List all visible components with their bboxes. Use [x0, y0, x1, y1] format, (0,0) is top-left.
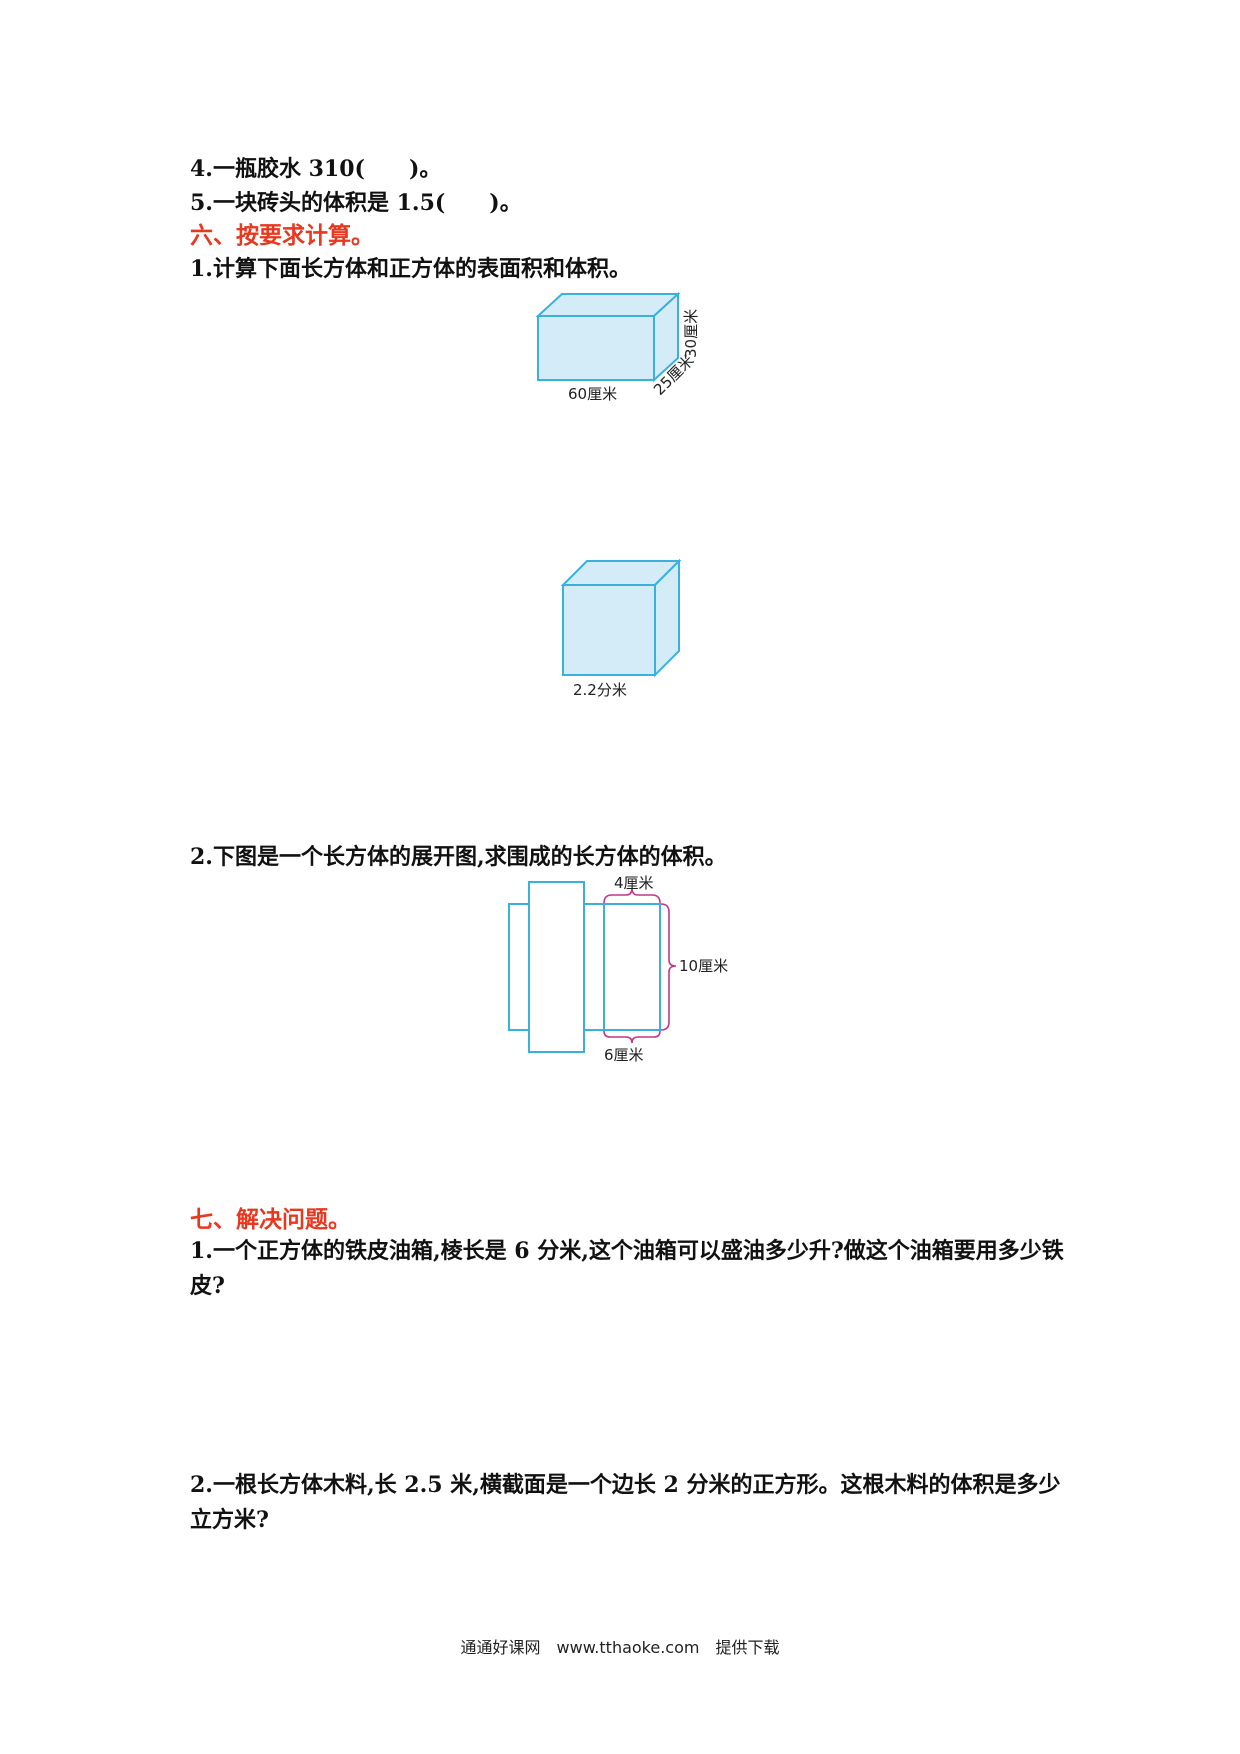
cuboid-length-label: 60厘米: [568, 385, 617, 403]
net-bottom-label: 6厘米: [604, 1046, 644, 1064]
net-left-face: [508, 903, 530, 1031]
footer: 通通好课网 www.tthaoke.com 提供下载: [460, 1638, 780, 1657]
cuboid-figure: 60厘米 25厘米 30厘米: [535, 291, 700, 403]
cube-front-face: [562, 584, 656, 676]
section-7-question-1: 1.一个正方体的铁皮油箱,棱长是 6 分米,这个油箱可以盛油多少升?做这个油箱要…: [190, 1238, 1064, 1299]
net-top-brace: [603, 887, 661, 904]
net-top-label: 4厘米: [614, 874, 654, 892]
net-middle-face: [583, 903, 605, 1031]
net-bottom-brace: [603, 1030, 661, 1044]
section-6-question-2: 2.下图是一个长方体的展开图,求围成的长方体的体积。: [190, 844, 727, 870]
cube-figure: 2.2分米: [560, 558, 682, 699]
question-5-5: 5.一块砖头的体积是 1.5( )。: [190, 190, 522, 216]
section-7-heading: 七、解决问题。: [190, 1206, 351, 1233]
net-right-brace: [660, 903, 677, 1031]
net-side-label: 10厘米: [679, 957, 728, 975]
cuboid-front-face: [537, 315, 655, 381]
question-5-4: 4.一瓶胶水 310( )。: [190, 156, 442, 182]
section-7-question-2: 2.一根长方体木料,长 2.5 米,横截面是一个边长 2 分米的正方形。这根木料…: [190, 1472, 1061, 1533]
cuboid-height-label: 30厘米: [682, 309, 700, 358]
net-strip: [528, 881, 585, 1053]
net-right-face: [603, 903, 661, 1031]
cuboid-net-figure: 4厘米 10厘米 6厘米: [508, 874, 728, 1064]
section-6-question-1: 1.计算下面长方体和正方体的表面积和体积。: [190, 256, 631, 282]
section-6-heading: 六、按要求计算。: [190, 222, 374, 249]
cube-edge-label: 2.2分米: [573, 681, 627, 699]
